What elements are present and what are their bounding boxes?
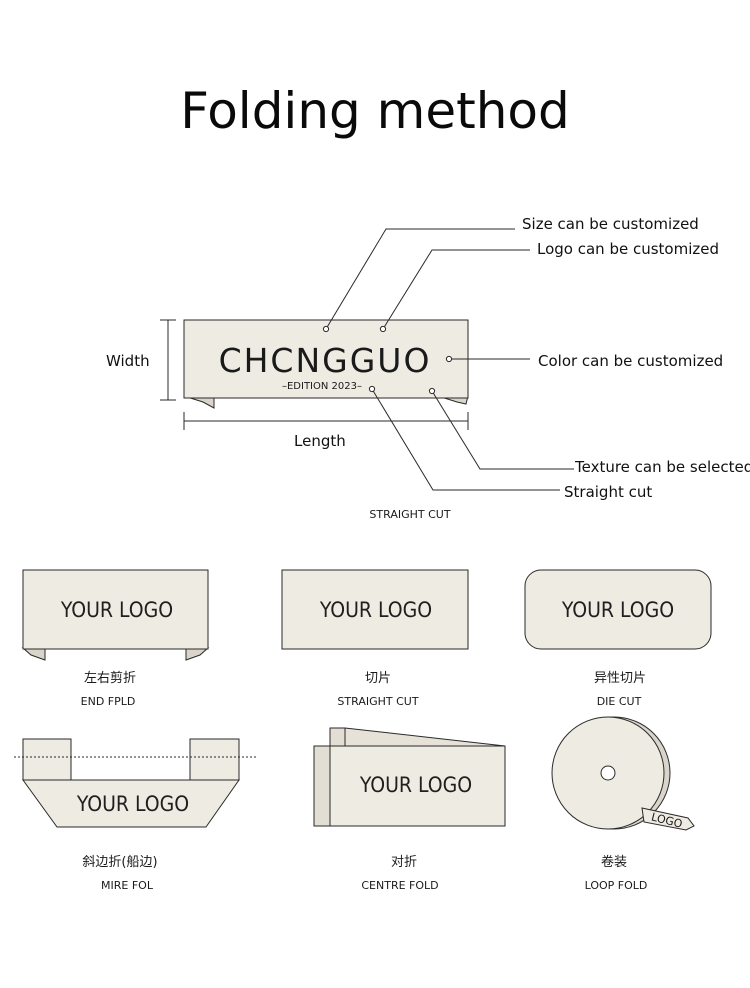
annotation-cut: Straight cut: [564, 483, 652, 501]
style-end-fold-logo: YOUR LOGO: [60, 598, 173, 622]
style-end-fold: YOUR LOGO 左右剪折 END FPLD: [21, 569, 210, 708]
style-centre-fold-en: CENTRE FOLD: [361, 879, 438, 892]
style-mitre-fold: YOUR LOGO 斜边折(船边) MIRE FOL: [14, 738, 258, 892]
length-label: Length: [294, 432, 346, 450]
style-loop-fold-en: LOOP FOLD: [585, 879, 648, 892]
style-centre-fold-cn: 对折: [391, 855, 417, 870]
style-centre-fold: YOUR LOGO 对折 CENTRE FOLD: [313, 727, 506, 892]
brand-text: CHCNGGUO: [219, 341, 432, 380]
style-centre-fold-logo: YOUR LOGO: [359, 773, 472, 797]
annotation-color: Color can be customized: [538, 352, 723, 370]
page-title: Folding method: [180, 82, 570, 140]
style-loop-fold-logo: LOGO: [650, 810, 684, 830]
style-loop-fold-cn: 卷装: [601, 854, 627, 870]
style-die-cut-en: DIE CUT: [597, 695, 642, 708]
annotation-size: Size can be customized: [522, 215, 699, 233]
edition-text: –EDITION 2023–: [282, 381, 362, 392]
annotation-texture: Texture can be selected: [574, 458, 750, 476]
style-mitre-fold-en: MIRE FOL: [101, 879, 154, 892]
style-straight-cut-cn: 切片: [365, 671, 391, 686]
main-caption: STRAIGHT CUT: [369, 508, 450, 521]
annotation-leaders: [322, 228, 574, 491]
style-straight-cut: YOUR LOGO 切片 STRAIGHT CUT: [281, 569, 469, 708]
style-loop-fold: LOGO 卷装 LOOP FOLD: [551, 716, 695, 892]
annotation-logo: Logo can be customized: [537, 240, 719, 258]
style-mitre-fold-cn: 斜边折(船边): [82, 855, 157, 870]
style-die-cut-cn: 异性切片: [594, 671, 646, 686]
main-label: CHCNGGUO –EDITION 2023–: [183, 319, 469, 409]
style-mitre-fold-logo: YOUR LOGO: [76, 792, 189, 816]
style-die-cut: YOUR LOGO 异性切片 DIE CUT: [524, 569, 712, 708]
width-dimension: Width: [106, 319, 176, 401]
style-straight-cut-en: STRAIGHT CUT: [337, 695, 418, 708]
style-straight-cut-logo: YOUR LOGO: [319, 598, 432, 622]
length-dimension: Length: [183, 412, 469, 450]
style-end-fold-cn: 左右剪折: [84, 670, 136, 686]
style-die-cut-logo: YOUR LOGO: [561, 598, 674, 622]
width-label: Width: [106, 352, 150, 370]
style-end-fold-en: END FPLD: [81, 695, 136, 708]
